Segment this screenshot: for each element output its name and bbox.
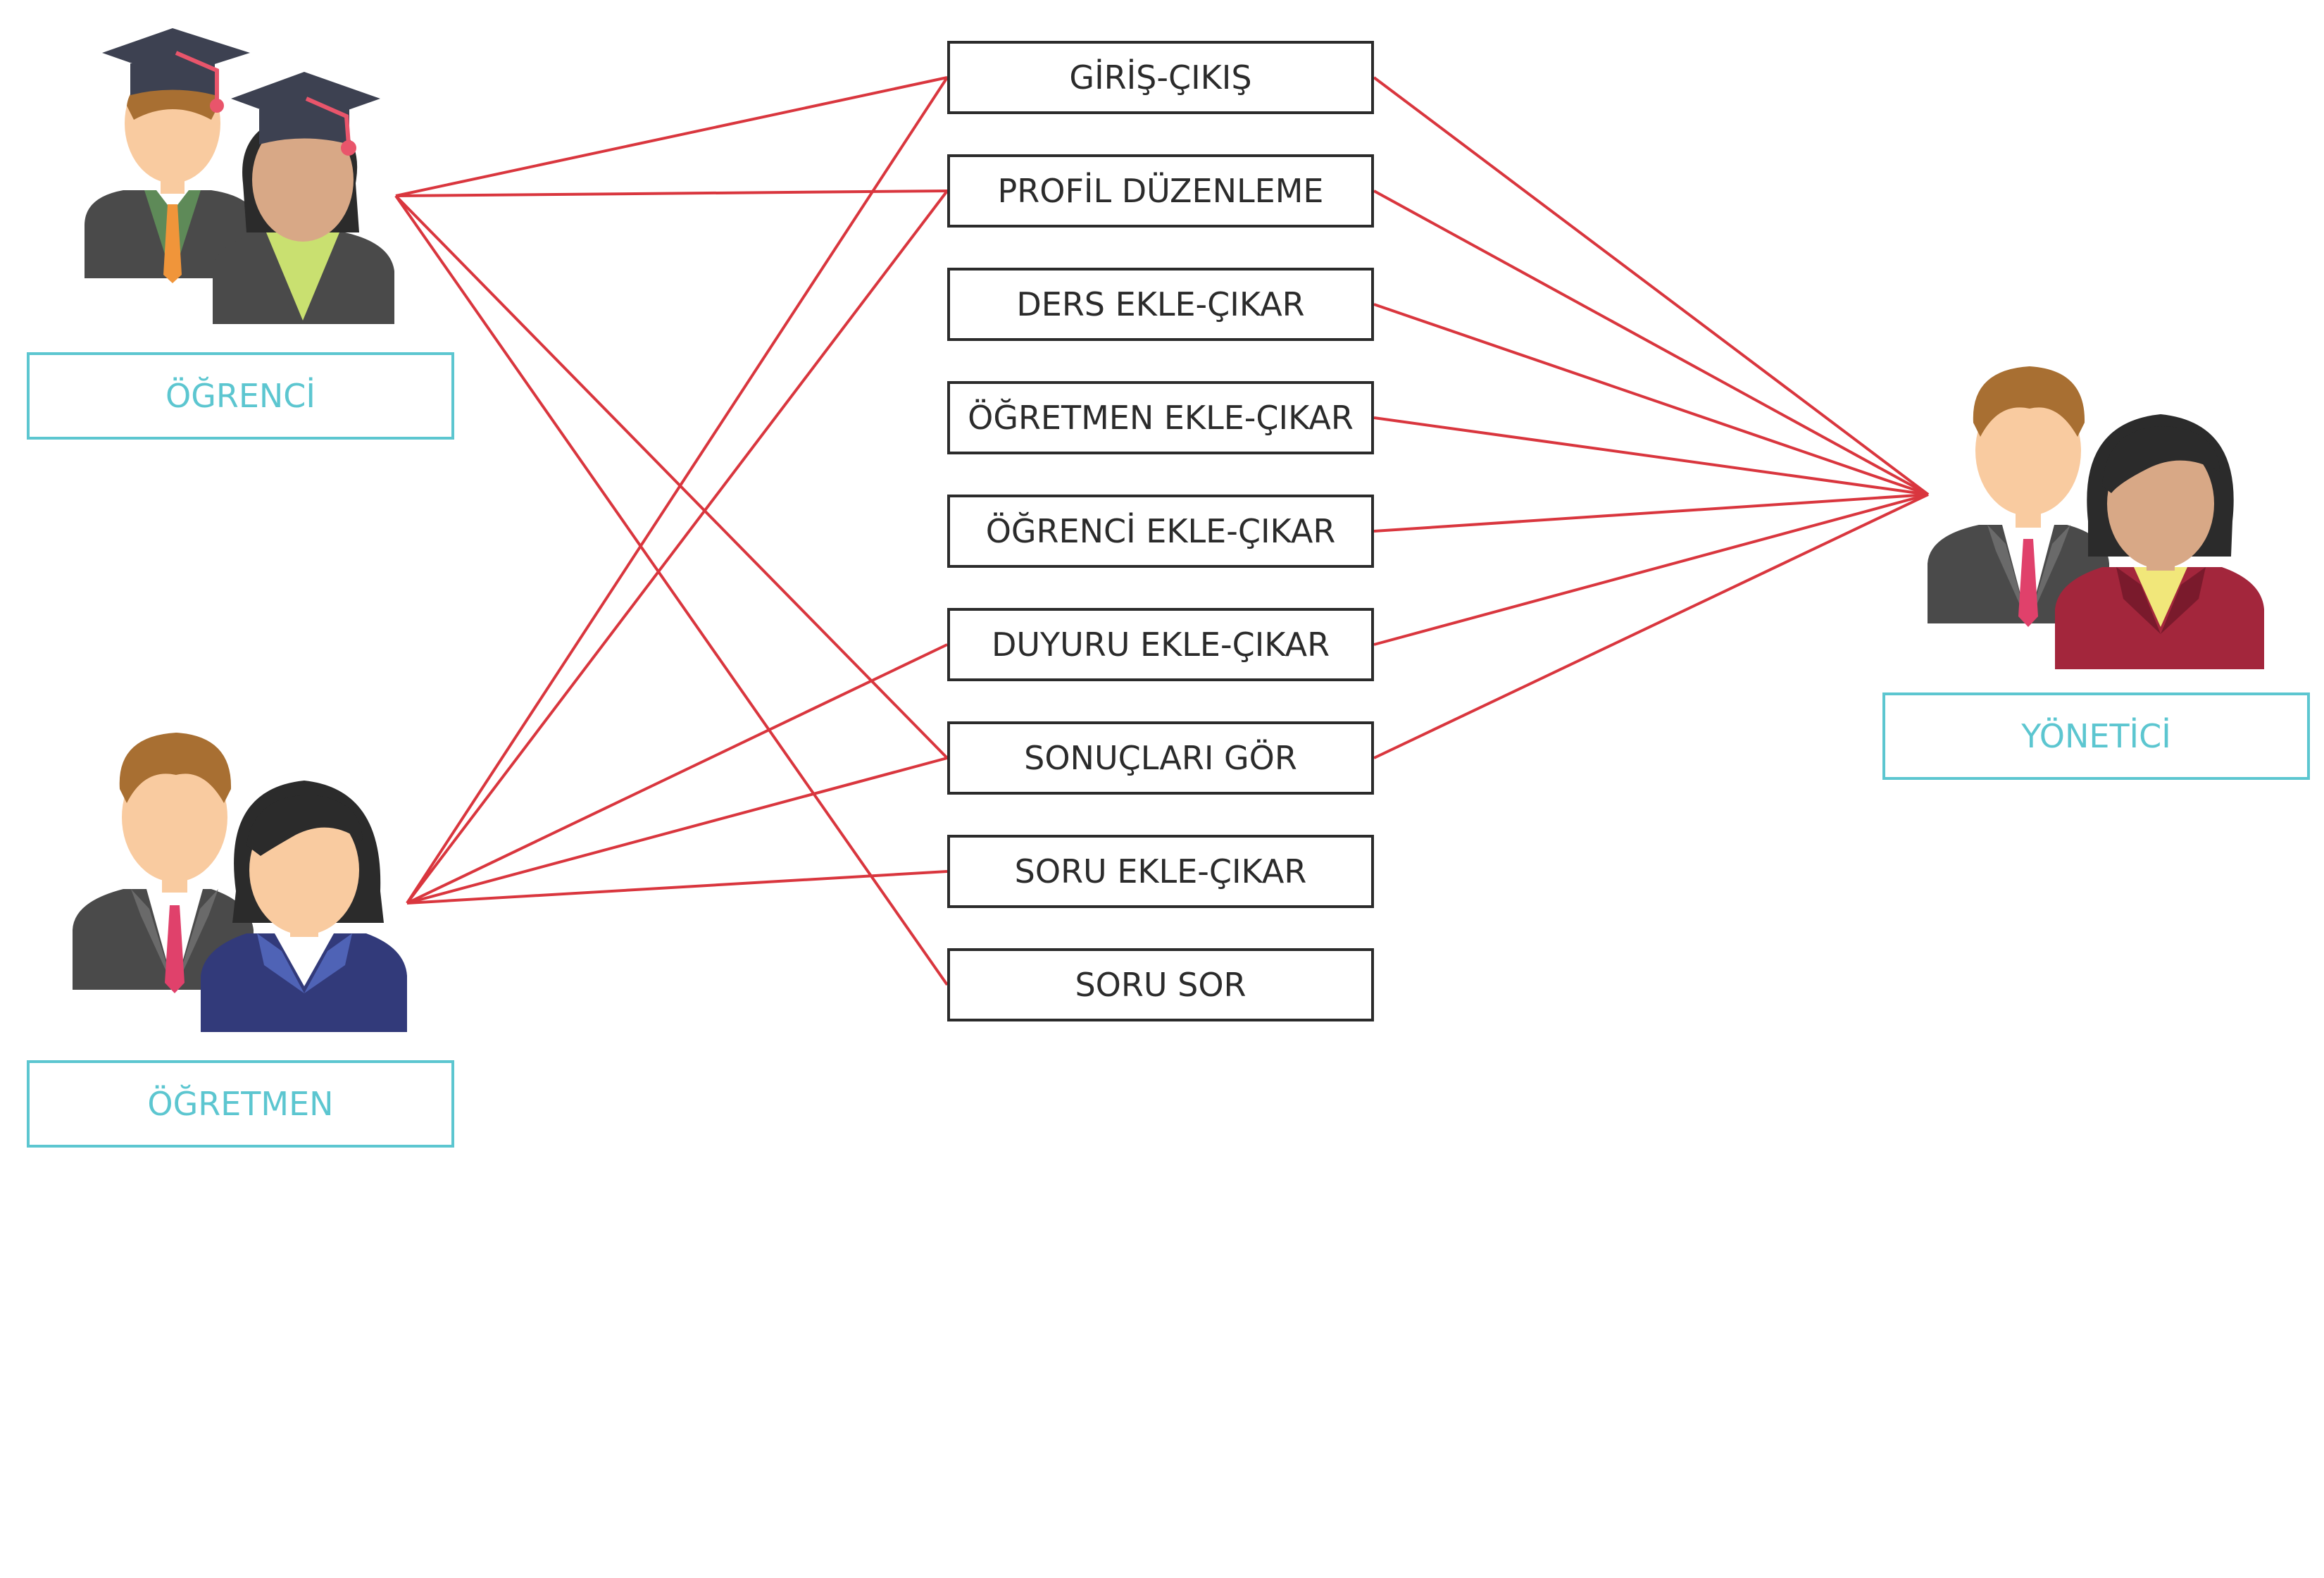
association-student-edit-profile	[395, 190, 948, 197]
association-teacher-edit-profile	[406, 190, 949, 905]
association-teacher-announcement	[406, 643, 948, 905]
association-teacher-results	[406, 757, 948, 905]
association-admin-student-mgmt	[1373, 493, 1929, 533]
association-teacher-login	[406, 76, 949, 905]
use-case-question-mgmt: SORU EKLE-ÇIKAR	[947, 835, 1374, 908]
association-student-ask-question	[394, 194, 949, 986]
association-teacher-question-mgmt	[406, 870, 948, 905]
admin-actor-icon	[1928, 366, 2264, 669]
association-admin-edit-profile	[1373, 190, 1929, 496]
student-actor-label: ÖĞRENCİ	[27, 352, 454, 440]
use-case-edit-profile: PROFİL DÜZENLEME	[947, 154, 1374, 228]
use-case-course: DERS EKLE-ÇIKAR	[947, 268, 1374, 341]
teacher-actor-icon	[73, 733, 407, 1032]
admin-actor-label: YÖNETİCİ	[1882, 692, 2310, 780]
use-case-login: GİRİŞ-ÇIKIŞ	[947, 41, 1374, 114]
association-admin-announcement	[1373, 493, 1929, 646]
teacher-actor-label: ÖĞRETMEN	[27, 1060, 454, 1148]
association-admin-teacher-mgmt	[1373, 416, 1929, 496]
association-lines	[394, 76, 1930, 986]
use-case-results: SONUÇLARI GÖR	[947, 721, 1374, 795]
association-admin-results	[1373, 493, 1929, 759]
use-case-ask-question: SORU SOR	[947, 948, 1374, 1021]
association-admin-login	[1373, 76, 1930, 496]
association-student-results	[394, 194, 949, 759]
use-case-teacher-mgmt: ÖĞRETMEN EKLE-ÇIKAR	[947, 381, 1374, 454]
student-actor-icon	[85, 28, 394, 324]
use-case-student-mgmt: ÖĞRENCİ EKLE-ÇIKAR	[947, 495, 1374, 568]
association-admin-course	[1373, 303, 1929, 496]
use-case-announcement: DUYURU EKLE-ÇIKAR	[947, 608, 1374, 681]
association-student-login	[395, 76, 948, 197]
